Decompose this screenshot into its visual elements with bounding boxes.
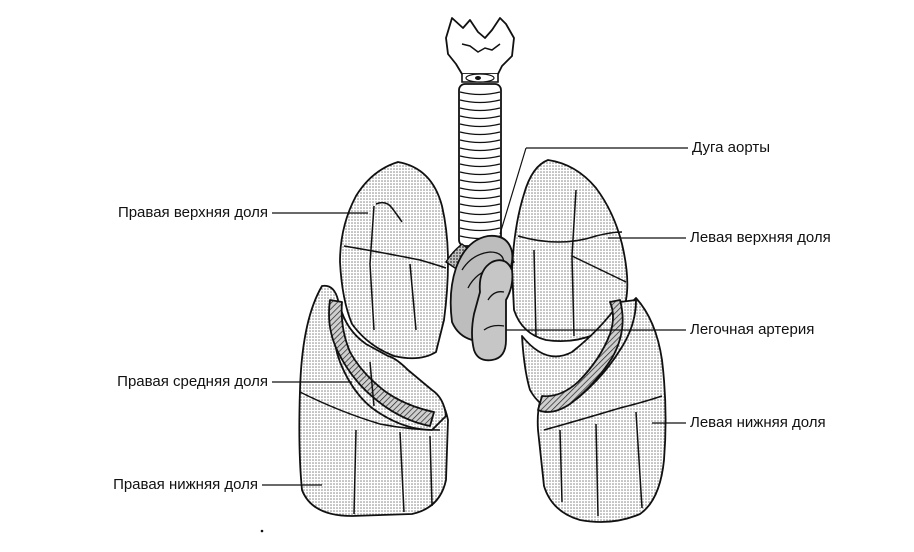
trachea-ring xyxy=(459,91,501,96)
trachea-ring xyxy=(459,123,501,128)
trachea-ring xyxy=(459,131,501,136)
leader-lines xyxy=(262,147,688,486)
trachea-ring xyxy=(459,99,501,104)
label-pulmonary-artery: Легочная артерия xyxy=(690,321,815,338)
label-right-upper-lobe: Правая верхняя доля xyxy=(117,204,268,221)
stray-dot xyxy=(260,529,264,533)
trachea-ring xyxy=(459,171,501,176)
leader-aortic-arch-diagonal xyxy=(499,147,527,235)
trachea-ring xyxy=(459,179,501,184)
label-left-lower-lobe: Левая нижняя доля xyxy=(690,414,826,431)
trachea-ring xyxy=(459,219,501,224)
trachea-ring xyxy=(459,211,501,216)
label-aortic-arch: Дуга аорты xyxy=(692,139,770,156)
trachea-ring xyxy=(459,147,501,152)
left-upper-lobe xyxy=(511,159,629,343)
trachea-ring xyxy=(459,163,501,168)
trachea-ring xyxy=(459,195,501,200)
label-right-lower-lobe: Правая нижняя доля xyxy=(113,476,258,493)
trachea-ring xyxy=(459,227,501,232)
trachea-ring xyxy=(459,139,501,144)
trachea-ring xyxy=(459,203,501,208)
label-left-upper-lobe: Левая верхняя доля xyxy=(690,229,831,246)
right-middle-lobe xyxy=(328,299,447,431)
trachea-ring xyxy=(459,115,501,120)
label-right-middle-lobe: Правая средняя доля xyxy=(117,373,268,390)
pulmonary-artery xyxy=(471,259,514,362)
trachea-ring xyxy=(459,107,501,112)
left-lingula xyxy=(521,299,637,413)
larynx xyxy=(445,17,515,83)
trachea-ring xyxy=(459,187,501,192)
trachea xyxy=(458,83,502,247)
right-upper-lobe xyxy=(339,161,449,360)
trachea-ring xyxy=(459,155,501,160)
